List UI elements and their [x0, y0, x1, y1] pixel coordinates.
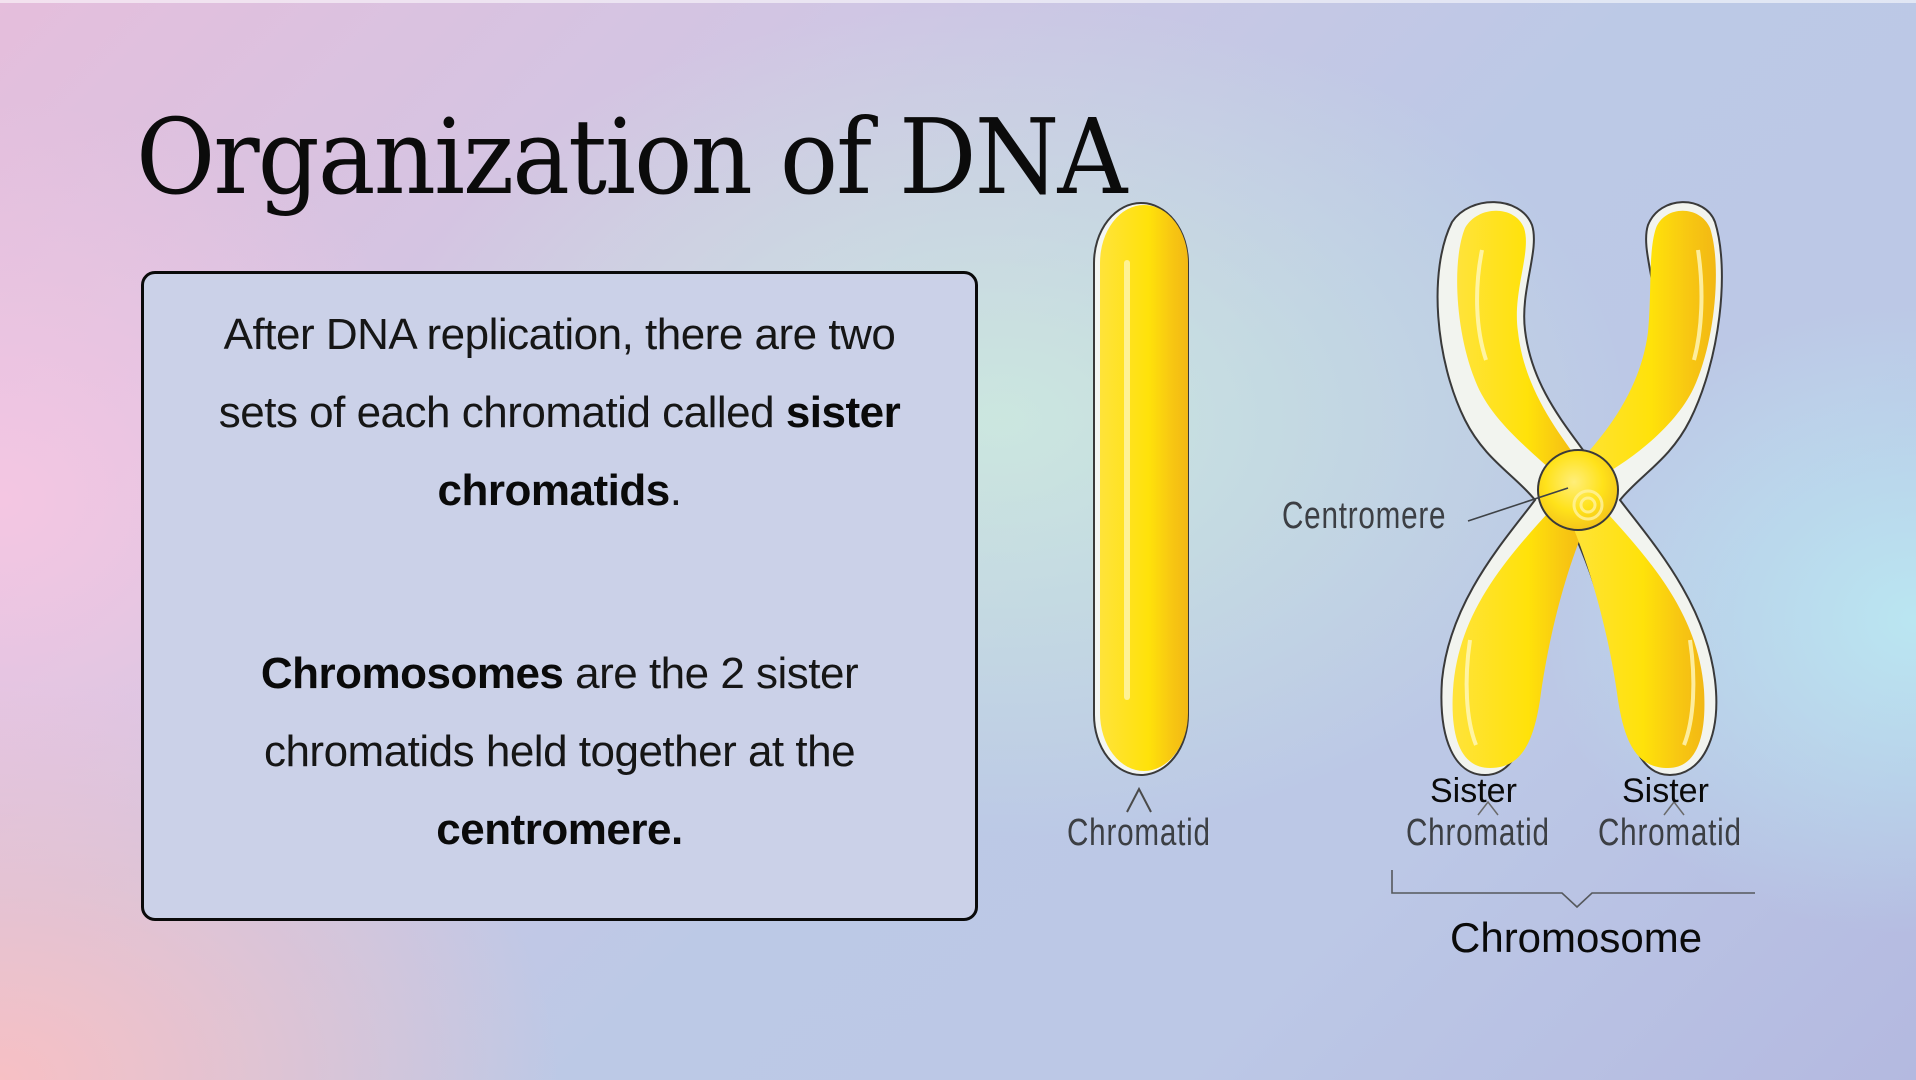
slide-title: Organization of DNA: [136, 96, 1127, 218]
paragraph2-line1-text: are the 2 sister: [563, 649, 859, 698]
paragraph1-line2: sets of each chromatid called sister: [144, 374, 975, 452]
paragraph1-line3-period: .: [669, 466, 682, 515]
info-text-box: After DNA replication, there are two set…: [141, 271, 978, 921]
paragraph2-line2: chromatids held together at the: [263, 727, 856, 776]
term-centromere: centromere.: [436, 805, 683, 854]
x-chromosome-icon: [1436, 201, 1723, 816]
paragraph1-line2-text: sets of each chromatid called: [218, 388, 786, 437]
sister-right-label: Sister: [1622, 772, 1709, 810]
term-chromosomes: Chromosomes: [260, 649, 564, 698]
chromosome-bracket-icon: [1391, 870, 1755, 909]
chromosome-label: Chromosome: [1450, 914, 1703, 961]
single-chromatid-icon: [1093, 202, 1189, 813]
term-sister: sister: [785, 388, 901, 437]
paragraph1-line1: After DNA replication, there are two: [223, 310, 896, 359]
term-chromatids: chromatids: [437, 466, 671, 515]
centromere-label: Centromere: [1282, 495, 1447, 537]
top-edge-highlight: [0, 0, 1916, 3]
paragraph-spacer: [144, 530, 975, 635]
single-chromatid-label: Chromatid: [1067, 812, 1211, 854]
sister-right-chromatid-label: Chromatid: [1598, 812, 1742, 854]
paragraph1-line3: chromatids.: [144, 452, 975, 530]
paragraph2-line1: Chromosomes are the 2 sister: [144, 635, 975, 713]
info-text: After DNA replication, there are two set…: [144, 296, 975, 869]
sister-left-chromatid-label: Chromatid: [1406, 812, 1550, 854]
sister-left-label: Sister: [1430, 772, 1517, 810]
paragraph2-line3: centromere.: [144, 791, 975, 869]
centromere-pointer-line: [1467, 487, 1569, 522]
